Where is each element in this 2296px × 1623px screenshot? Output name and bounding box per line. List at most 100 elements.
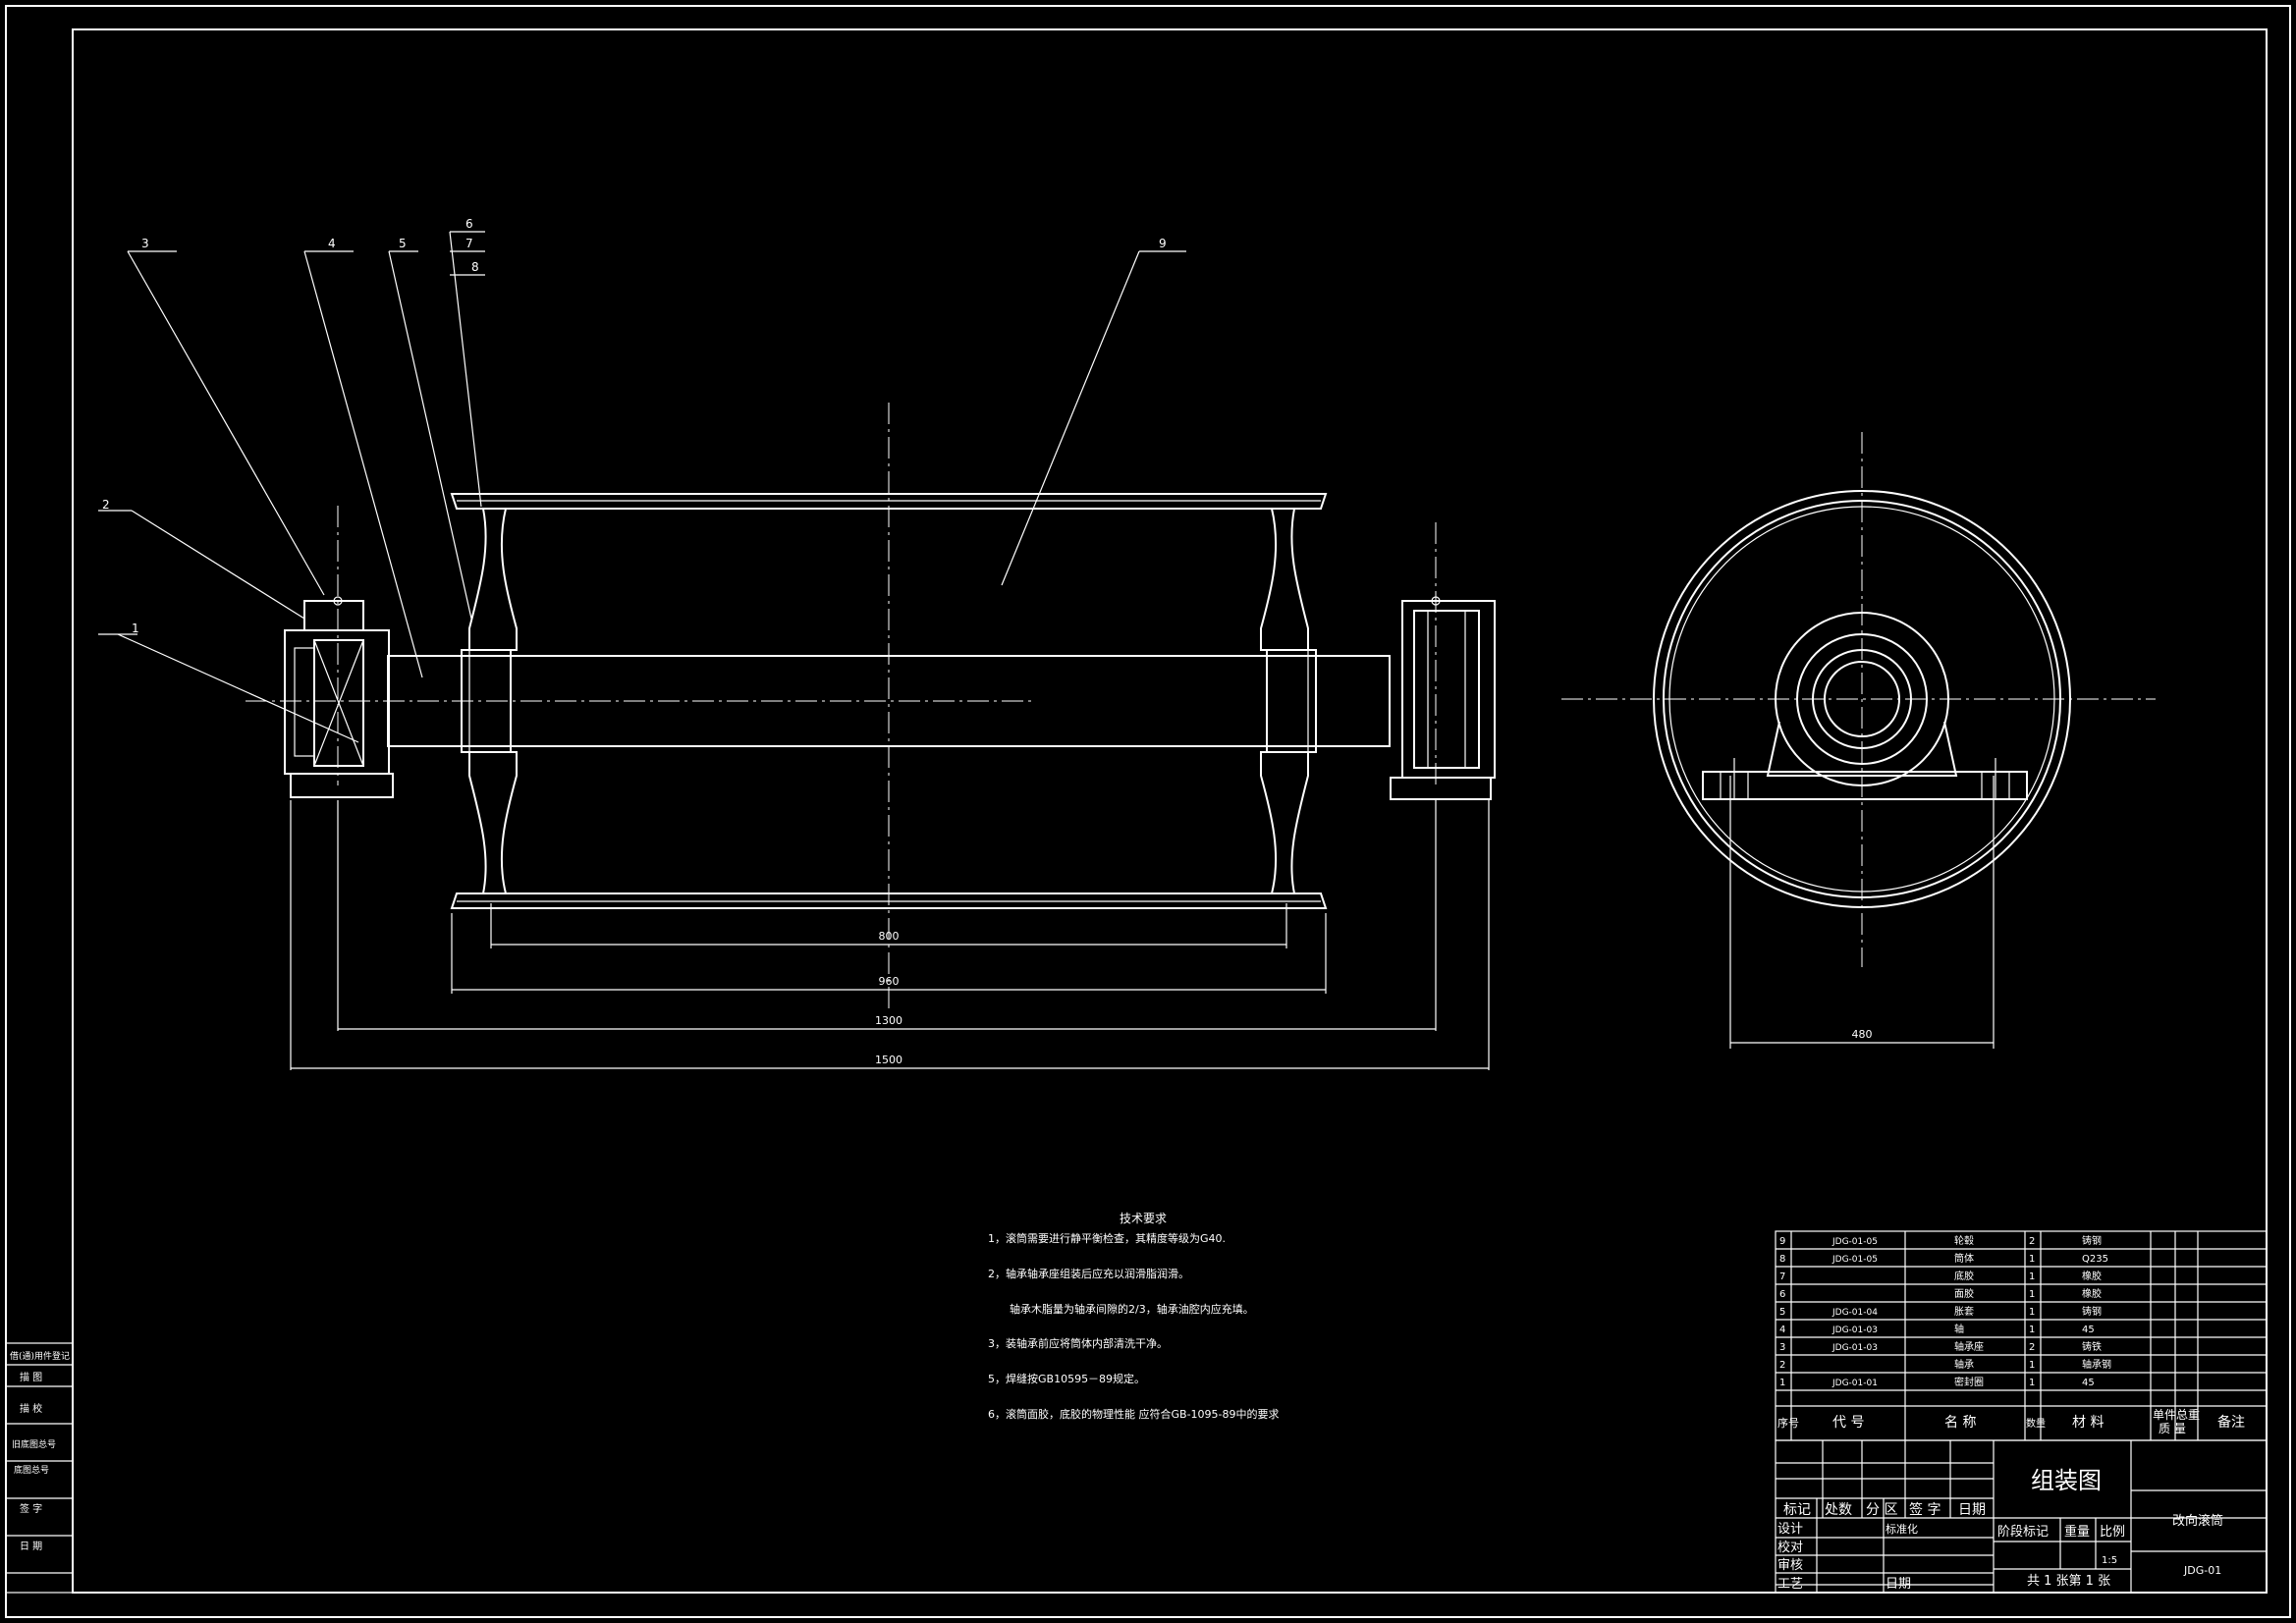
tb-scale: 1:5 xyxy=(2102,1555,2117,1566)
strip-label-4: 旧底图总号 xyxy=(12,1438,56,1450)
bom-cell-qty: 1 xyxy=(2029,1325,2035,1335)
dim-1300: 1300 xyxy=(875,1014,902,1027)
strip-label-1: 借(通)用件登记 xyxy=(10,1350,70,1362)
tb-mark-5: 日期 xyxy=(1958,1502,1986,1518)
bom-cell-name: 胀套 xyxy=(1954,1305,1974,1318)
tb-role-review: 审核 xyxy=(1777,1558,1803,1573)
tb-role-process: 工艺 xyxy=(1777,1577,1803,1592)
tech-line-3: 轴承木脂量为轴承间隙的2/3，轴承油腔内应充填。 xyxy=(1010,1302,1254,1316)
bom-header-mat: 材 料 xyxy=(2072,1415,2104,1431)
strip-label-5: 底图总号 xyxy=(14,1464,49,1476)
bom-cell-name: 底胶 xyxy=(1954,1270,1974,1282)
bom-cell-name: 筒体 xyxy=(1954,1252,1974,1265)
tb-weight: 重量 xyxy=(2064,1524,2090,1540)
balloon-5: 5 xyxy=(399,237,407,250)
bom-cell-mat: 轴承钢 xyxy=(2082,1358,2111,1371)
outer-frame xyxy=(5,5,2291,1618)
bom-cell-mat: Q235 xyxy=(2082,1254,2108,1265)
tb-mark-3: 分 区 xyxy=(1866,1502,1897,1518)
bom-cell-qty: 1 xyxy=(2029,1289,2035,1300)
tb-date: 日期 xyxy=(1886,1577,1911,1592)
bom-cell-name: 轴 xyxy=(1954,1323,1964,1335)
bom-cell-mat: 铸钢 xyxy=(2082,1305,2102,1318)
balloon-1: 1 xyxy=(132,622,139,635)
bom-cell-qty: 1 xyxy=(2029,1271,2035,1282)
bom-cell-code: JDG-01-03 xyxy=(1831,1343,1878,1353)
tb-drawing-no: JDG-01 xyxy=(2183,1564,2221,1577)
strip-label-3: 描 校 xyxy=(20,1402,42,1415)
tb-mark-4: 签 字 xyxy=(1909,1501,1941,1518)
bom-cell-code: JDG-01-03 xyxy=(1831,1325,1878,1335)
bom-cell-no: 7 xyxy=(1779,1271,1785,1282)
bom-cell-no: 2 xyxy=(1779,1360,1785,1371)
bom-cell-no: 4 xyxy=(1779,1325,1785,1335)
title-block xyxy=(1775,1439,2268,1594)
tb-stage: 阶段标记 xyxy=(1997,1525,2049,1540)
tech-line-2: 2，轴承轴承座组装后应充以润滑脂润滑。 xyxy=(988,1267,1189,1280)
bom-cell-qty: 1 xyxy=(2029,1378,2035,1388)
tb-drawing-title: 组装图 xyxy=(2031,1467,2102,1494)
inner-frame xyxy=(72,28,2268,1594)
bom-cell-mat: 铸钢 xyxy=(2082,1234,2102,1247)
tech-line-4: 3，装轴承前应将筒体内部清洗干净。 xyxy=(988,1336,1168,1350)
tb-mark-1: 标记 xyxy=(1783,1502,1811,1518)
balloon-9: 9 xyxy=(1159,237,1167,250)
bom-cell-mat: 45 xyxy=(2082,1378,2095,1388)
bom-cell-qty: 2 xyxy=(2029,1236,2035,1247)
bom-cell-qty: 1 xyxy=(2029,1307,2035,1318)
bom-cell-no: 9 xyxy=(1779,1236,1785,1247)
bom-header-qty: 数量 xyxy=(2026,1417,2046,1430)
bom-header-code: 代 号 xyxy=(1832,1415,1864,1431)
side-view xyxy=(1561,432,2156,1049)
strip-label-6: 签 字 xyxy=(20,1502,42,1515)
dim-480: 480 xyxy=(1852,1028,1873,1041)
bom-cell-name: 轴承座 xyxy=(1954,1340,1984,1353)
bom-table xyxy=(1775,1230,2268,1441)
tb-role-design: 设计 xyxy=(1777,1522,1803,1537)
balloon-3: 3 xyxy=(141,237,149,250)
tech-line-5: 5，焊缝按GB10595－89规定。 xyxy=(988,1372,1145,1385)
balloon-8: 8 xyxy=(471,260,479,274)
bom-header-no: 序号 xyxy=(1777,1416,1799,1430)
bom-cell-name: 轮毂 xyxy=(1954,1234,1974,1247)
bom-cell-no: 6 xyxy=(1779,1289,1785,1300)
balloon-7: 7 xyxy=(465,237,473,250)
bom-cell-qty: 1 xyxy=(2029,1360,2035,1371)
bom-cell-no: 3 xyxy=(1779,1342,1785,1353)
strip-label-2: 描 图 xyxy=(20,1371,42,1383)
bom-cell-mat: 橡胶 xyxy=(2082,1287,2102,1300)
tech-line-6: 6，滚筒面胶，底胶的物理性能 应符合GB-1095-89中的要求 xyxy=(988,1407,1280,1421)
bom-cell-mat: 45 xyxy=(2082,1325,2095,1335)
bom-cell-code: JDG-01-05 xyxy=(1831,1255,1878,1265)
bom-cell-no: 1 xyxy=(1779,1378,1785,1388)
dim-800: 800 xyxy=(879,930,900,943)
bom-cell-code: JDG-01-01 xyxy=(1831,1379,1878,1388)
bom-header-mass: 单件总重质 量 xyxy=(2153,1408,2200,1435)
tb-ratio: 比例 xyxy=(2100,1525,2125,1540)
balloon-2: 2 xyxy=(102,498,110,512)
bom-header-remark: 备注 xyxy=(2217,1414,2245,1431)
bom-cell-no: 5 xyxy=(1779,1307,1785,1318)
tb-standardized: 标准化 xyxy=(1886,1522,1918,1536)
bom-cell-name: 密封圈 xyxy=(1954,1376,1984,1388)
dim-960: 960 xyxy=(879,975,900,988)
bom-cell-qty: 2 xyxy=(2029,1342,2035,1353)
tb-mark-2: 处数 xyxy=(1825,1502,1852,1518)
bom-cell-no: 8 xyxy=(1779,1254,1785,1265)
bom-cell-name: 轴承 xyxy=(1954,1358,1974,1371)
tech-requirements: 技术要求 1，滚筒需要进行静平衡检查，其精度等级为G40. 2，轴承轴承座组装后… xyxy=(988,1212,1280,1421)
tb-role-check: 校对 xyxy=(1777,1540,1803,1555)
front-view xyxy=(98,231,1496,1070)
bom-cell-name: 面胶 xyxy=(1954,1287,1974,1300)
left-strip: 借(通)用件登记 描 图 描 校 旧底图总号 底图总号 签 字 日 期 xyxy=(5,1342,74,1594)
bom-cell-qty: 1 xyxy=(2029,1254,2035,1265)
strip-label-7: 日 期 xyxy=(20,1541,42,1552)
tech-line-1: 1，滚筒需要进行静平衡检查，其精度等级为G40. xyxy=(988,1231,1226,1245)
dim-1500: 1500 xyxy=(875,1054,902,1066)
bom-cell-code: JDG-01-04 xyxy=(1831,1308,1878,1318)
balloon-4: 4 xyxy=(328,237,336,250)
bom-header-mass-2: 质 量 xyxy=(2159,1422,2186,1435)
bom-cell-code: JDG-01-05 xyxy=(1831,1237,1878,1247)
